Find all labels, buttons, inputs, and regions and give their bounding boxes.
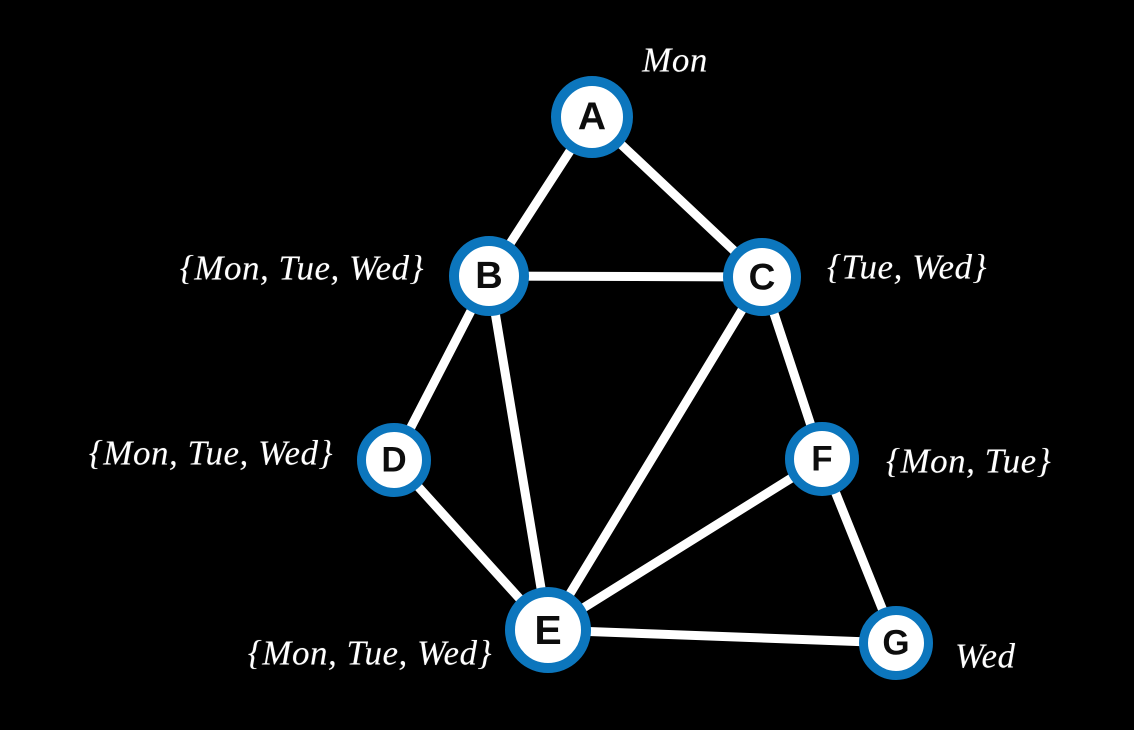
node-letter-d: D bbox=[381, 441, 406, 480]
domain-label-d: {Mon, Tue, Wed} bbox=[88, 433, 333, 473]
domain-label-a: Mon bbox=[642, 40, 708, 80]
graph-node-d[interactable]: D bbox=[357, 423, 431, 497]
graph-edge-e-f bbox=[543, 454, 827, 635]
graph-edge-b-c bbox=[484, 271, 767, 282]
graph-edge-c-e bbox=[543, 272, 767, 635]
node-letter-b: B bbox=[475, 255, 502, 297]
node-letter-e: E bbox=[534, 607, 561, 653]
graph-node-a[interactable]: A bbox=[551, 76, 633, 158]
graph-edge-b-e bbox=[484, 271, 553, 635]
graph-node-c[interactable]: C bbox=[723, 238, 801, 316]
node-circle-g bbox=[859, 606, 933, 680]
domain-label-b: {Mon, Tue, Wed} bbox=[179, 248, 424, 288]
node-letter-a: A bbox=[578, 96, 606, 139]
graph-node-e[interactable]: E bbox=[505, 587, 591, 673]
node-circle-e bbox=[505, 587, 591, 673]
domain-label-e: {Mon, Tue, Wed} bbox=[247, 633, 492, 673]
graph-node-g[interactable]: G bbox=[859, 606, 933, 680]
node-letter-g: G bbox=[882, 624, 909, 663]
node-circle-f bbox=[785, 422, 859, 496]
graph-node-f[interactable]: F bbox=[785, 422, 859, 496]
node-circle-c bbox=[723, 238, 801, 316]
node-letter-c: C bbox=[749, 257, 776, 298]
node-circle-a bbox=[551, 76, 633, 158]
graph-node-b[interactable]: B bbox=[449, 236, 529, 316]
node-circle-d bbox=[357, 423, 431, 497]
node-circle-b bbox=[449, 236, 529, 316]
node-letter-f: F bbox=[811, 440, 832, 479]
graph-edge-e-g bbox=[543, 625, 901, 648]
node-layer: A B C D E F G bbox=[357, 76, 933, 680]
edge-layer bbox=[389, 112, 901, 648]
domain-label-g: Wed bbox=[955, 636, 1016, 676]
domain-label-c: {Tue, Wed} bbox=[827, 247, 988, 287]
domain-label-f: {Mon, Tue} bbox=[886, 441, 1052, 481]
